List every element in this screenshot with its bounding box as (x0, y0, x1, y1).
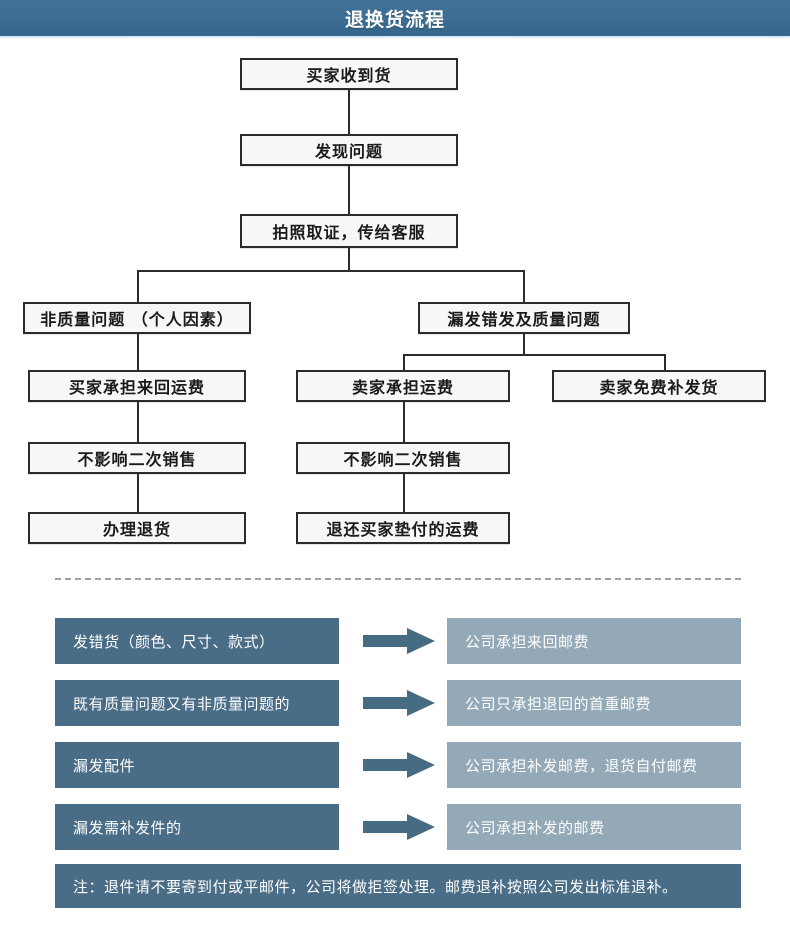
connector-n10-n12 (403, 474, 405, 512)
flow-node-shipping-quality-issue: 漏发错发及质量问题 (418, 302, 630, 334)
mapping-cause: 发错货（颜色、尺寸、款式） (55, 618, 339, 664)
connector-n1-n2 (348, 90, 350, 134)
mapping-cause: 既有质量问题又有非质量问题的 (55, 680, 339, 726)
mapping-row: 漏发需补发件的 公司承担补发的邮费 (55, 804, 741, 850)
flow-node-buyer-receives: 买家收到货 (240, 58, 458, 90)
flow-node-non-quality-issue: 非质量问题 （个人因素） (23, 302, 251, 334)
flowchart: 买家收到货 发现问题 拍照取证，传给客服 非质量问题 （个人因素） 漏发错发及质… (0, 38, 790, 568)
flow-node-refund-shipping: 退还买家垫付的运费 (296, 512, 510, 544)
connector-split1-left-drop (137, 270, 139, 302)
flow-node-seller-free-reship: 卖家免费补发货 (552, 370, 766, 402)
flow-node-resale-right: 不影响二次销售 (296, 442, 510, 474)
connector-split2-left-drop (403, 354, 405, 370)
connector-split1-bar (137, 270, 525, 272)
connector-split1-right-drop (523, 270, 525, 302)
mapping-result: 公司承担补发的邮费 (447, 804, 741, 850)
page-title: 退换货流程 (344, 8, 445, 31)
mapping-cause: 漏发配件 (55, 742, 339, 788)
mapping-arrow (363, 690, 435, 716)
mapping-arrow (363, 814, 435, 840)
connector-split2-right-drop (664, 354, 666, 370)
connector-n5-split-stem (523, 334, 525, 354)
flow-node-process-return: 办理退货 (28, 512, 246, 544)
flow-node-buyer-pays-shipping: 买家承担来回运费 (28, 370, 246, 402)
right-arrow-icon (363, 814, 435, 840)
section-divider (55, 578, 741, 580)
connector-n9-n11 (137, 474, 139, 512)
connector-n3-split-stem (348, 248, 350, 270)
mapping-arrow (363, 752, 435, 778)
mapping-result: 公司承担来回邮费 (447, 618, 741, 664)
mapping-row: 发错货（颜色、尺寸、款式） 公司承担来回邮费 (55, 618, 741, 664)
connector-n7-n10 (403, 402, 405, 442)
flow-node-resale-left: 不影响二次销售 (28, 442, 246, 474)
mapping-row: 既有质量问题又有非质量问题的 公司只承担退回的首重邮费 (55, 680, 741, 726)
mapping-result: 公司只承担退回的首重邮费 (447, 680, 741, 726)
mapping-cause: 漏发需补发件的 (55, 804, 339, 850)
right-arrow-icon (363, 752, 435, 778)
page-header: 退换货流程 (0, 0, 790, 38)
footer-note: 注：退件请不要寄到付或平邮件，公司将做拒签处理。邮费退补按照公司发出标准退补。 (55, 864, 741, 908)
connector-n2-n3 (348, 166, 350, 214)
connector-n6-n9 (137, 402, 139, 442)
mapping-row: 漏发配件 公司承担补发邮费，退货自付邮费 (55, 742, 741, 788)
right-arrow-icon (363, 690, 435, 716)
mapping-result: 公司承担补发邮费，退货自付邮费 (447, 742, 741, 788)
connector-split2-bar (403, 354, 666, 356)
connector-n4-n6 (137, 334, 139, 370)
flow-node-seller-pays-shipping: 卖家承担运费 (296, 370, 510, 402)
mapping-arrow (363, 628, 435, 654)
right-arrow-icon (363, 628, 435, 654)
flow-node-find-problem: 发现问题 (240, 134, 458, 166)
flow-node-take-photos: 拍照取证，传给客服 (240, 214, 458, 248)
